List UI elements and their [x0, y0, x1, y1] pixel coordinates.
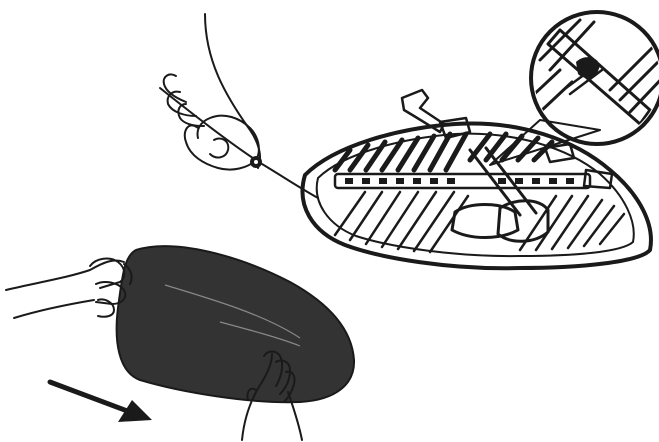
- board-underside-illustration: [303, 90, 651, 268]
- left-hand-gripping: [6, 259, 132, 318]
- ironing-board-cover: [117, 246, 354, 402]
- magnifier-callout-icon: [490, 12, 659, 165]
- inset-frame-bar: [548, 30, 650, 124]
- cord-toggle-bead: [250, 156, 262, 168]
- cover-removal-illustration: [6, 246, 354, 440]
- hand-pulling-cord: [164, 14, 260, 170]
- rail-slots: [345, 178, 574, 184]
- arrow-right-icon: [50, 382, 152, 422]
